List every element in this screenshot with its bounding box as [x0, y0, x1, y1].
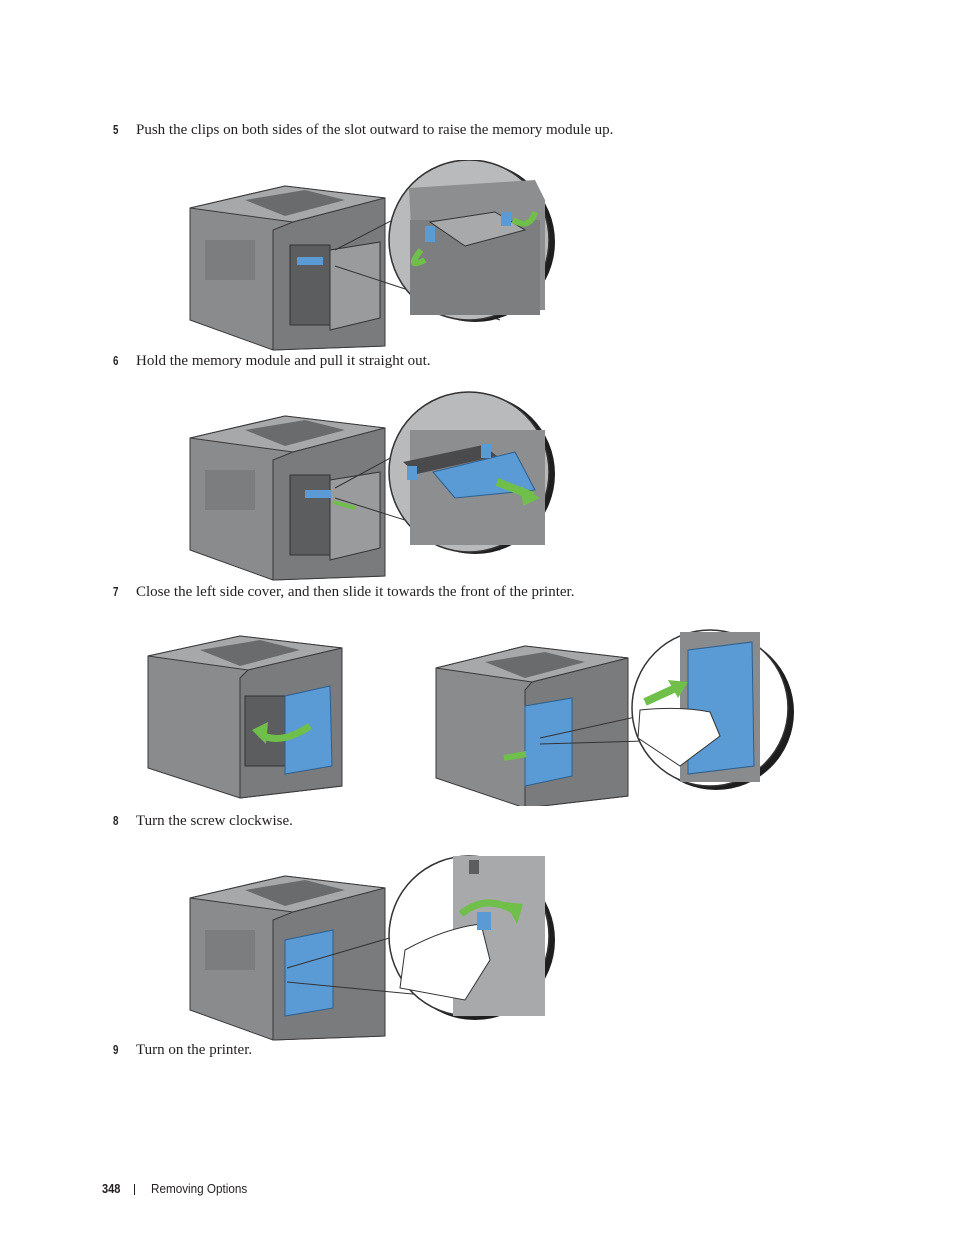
step-number: 6: [113, 354, 119, 368]
step-text: Hold the memory module and pull it strai…: [136, 353, 431, 369]
figure-pull-memory-module: [185, 390, 565, 584]
figure-turn-screw: [185, 850, 565, 1042]
step-number: 7: [113, 585, 119, 599]
step-text: Push the clips on both sides of the slot…: [136, 122, 614, 138]
step-5: 5 Push the clips on both sides of the slo…: [113, 121, 613, 139]
footer-divider: [134, 1184, 135, 1195]
step-text: Turn the screw clockwise.: [136, 813, 293, 829]
step-6: 6 Hold the memory module and pull it stra…: [113, 352, 431, 370]
step-text: Turn on the printer.: [136, 1042, 253, 1058]
page-number: 348: [102, 1181, 121, 1196]
step-9: 9 Turn on the printer.: [113, 1041, 252, 1059]
step-number: 9: [113, 1043, 119, 1057]
section-title: Removing Options: [151, 1181, 248, 1196]
step-text: Close the left side cover, and then slid…: [136, 584, 575, 600]
step-7: 7 Close the left side cover, and then sli…: [113, 583, 574, 601]
figure-raise-memory-module: [185, 160, 565, 352]
memory-module-small: [297, 257, 323, 265]
step-number: 5: [113, 123, 119, 137]
step-8: 8 Turn the screw clockwise.: [113, 812, 293, 830]
page-footer: 348 Removing Options: [102, 1181, 247, 1196]
step-number: 8: [113, 814, 119, 828]
figure-close-side-cover: [140, 626, 800, 806]
